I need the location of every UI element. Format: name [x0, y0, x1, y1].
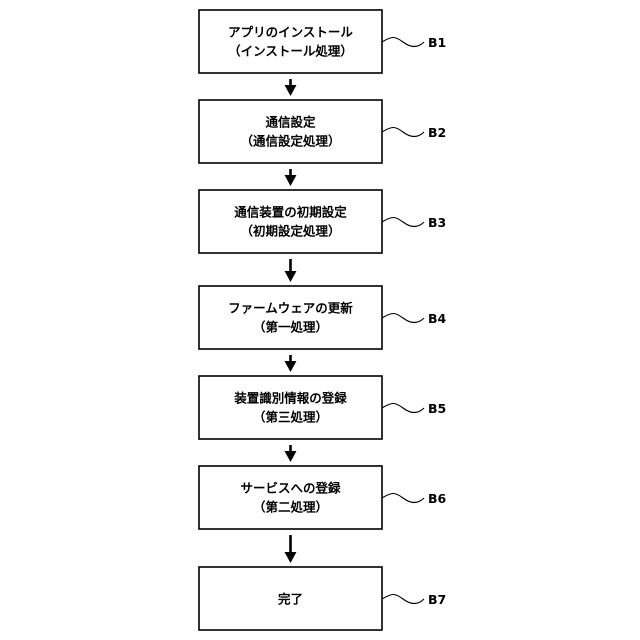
- flow-arrow-1: [285, 79, 297, 96]
- arrow-down-icon: [285, 552, 297, 563]
- step-title: サービスへの登録: [240, 481, 341, 496]
- arrow-down-icon: [285, 175, 297, 186]
- leader-line: [382, 595, 424, 604]
- leader-line: [382, 494, 424, 503]
- flow-arrow-4: [285, 355, 297, 372]
- step-box: [199, 286, 382, 349]
- flow-step-2: 通信設定 （通信設定処理） B2: [199, 100, 446, 163]
- step-title: 通信設定: [265, 115, 316, 130]
- step-box: [199, 10, 382, 73]
- step-reference-label: B1: [428, 35, 446, 50]
- arrow-down-icon: [285, 451, 297, 462]
- leader-line: [382, 128, 424, 137]
- step-box: [199, 376, 382, 439]
- flow-arrow-5: [285, 445, 297, 462]
- arrow-down-icon: [285, 271, 297, 282]
- step-title: アプリのインストール: [228, 25, 353, 40]
- leader-line: [382, 404, 424, 413]
- step-title: 通信装置の初期設定: [234, 205, 347, 220]
- step-reference-label: B2: [428, 125, 446, 140]
- flow-step-3: 通信装置の初期設定 （初期設定処理） B3: [199, 190, 446, 253]
- leader-line: [382, 218, 424, 227]
- flow-step-6: サービスへの登録 （第二処理） B6: [199, 466, 447, 529]
- step-reference-label: B4: [428, 311, 447, 326]
- arrow-down-icon: [285, 361, 297, 372]
- step-box: [199, 190, 382, 253]
- step-reference-label: B7: [428, 592, 446, 607]
- flow-step-4: ファームウェアの更新 （第一処理） B4: [199, 286, 447, 349]
- arrow-down-icon: [285, 85, 297, 96]
- leader-line: [382, 314, 424, 323]
- step-subtitle: （第三処理）: [253, 410, 328, 425]
- step-title: 完了: [278, 592, 303, 607]
- step-reference-label: B3: [428, 215, 446, 230]
- flowchart-steps: アプリのインストール （インストール処理） B1 通信設定 （通信設定処理） B2 通信装置…: [199, 10, 447, 630]
- step-subtitle: （第二処理）: [253, 500, 328, 515]
- step-box: [199, 100, 382, 163]
- step-reference-label: B5: [428, 401, 446, 416]
- flow-step-7: 完了 B7: [199, 567, 446, 630]
- step-subtitle: （通信設定処理）: [240, 134, 340, 149]
- flow-arrow-6: [285, 535, 297, 563]
- flow-step-5: 装置識別情報の登録 （第三処理） B5: [199, 376, 446, 439]
- step-title: 装置識別情報の登録: [233, 391, 347, 406]
- step-title: ファームウェアの更新: [228, 301, 353, 316]
- leader-line: [382, 38, 424, 47]
- flow-step-1: アプリのインストール （インストール処理） B1: [199, 10, 446, 73]
- step-reference-label: B6: [428, 491, 447, 506]
- step-subtitle: （インストール処理）: [228, 44, 353, 59]
- step-box: [199, 466, 382, 529]
- flow-arrow-3: [285, 259, 297, 282]
- flow-arrow-2: [285, 169, 297, 186]
- step-subtitle: （第一処理）: [253, 320, 328, 335]
- step-subtitle: （初期設定処理）: [240, 224, 340, 239]
